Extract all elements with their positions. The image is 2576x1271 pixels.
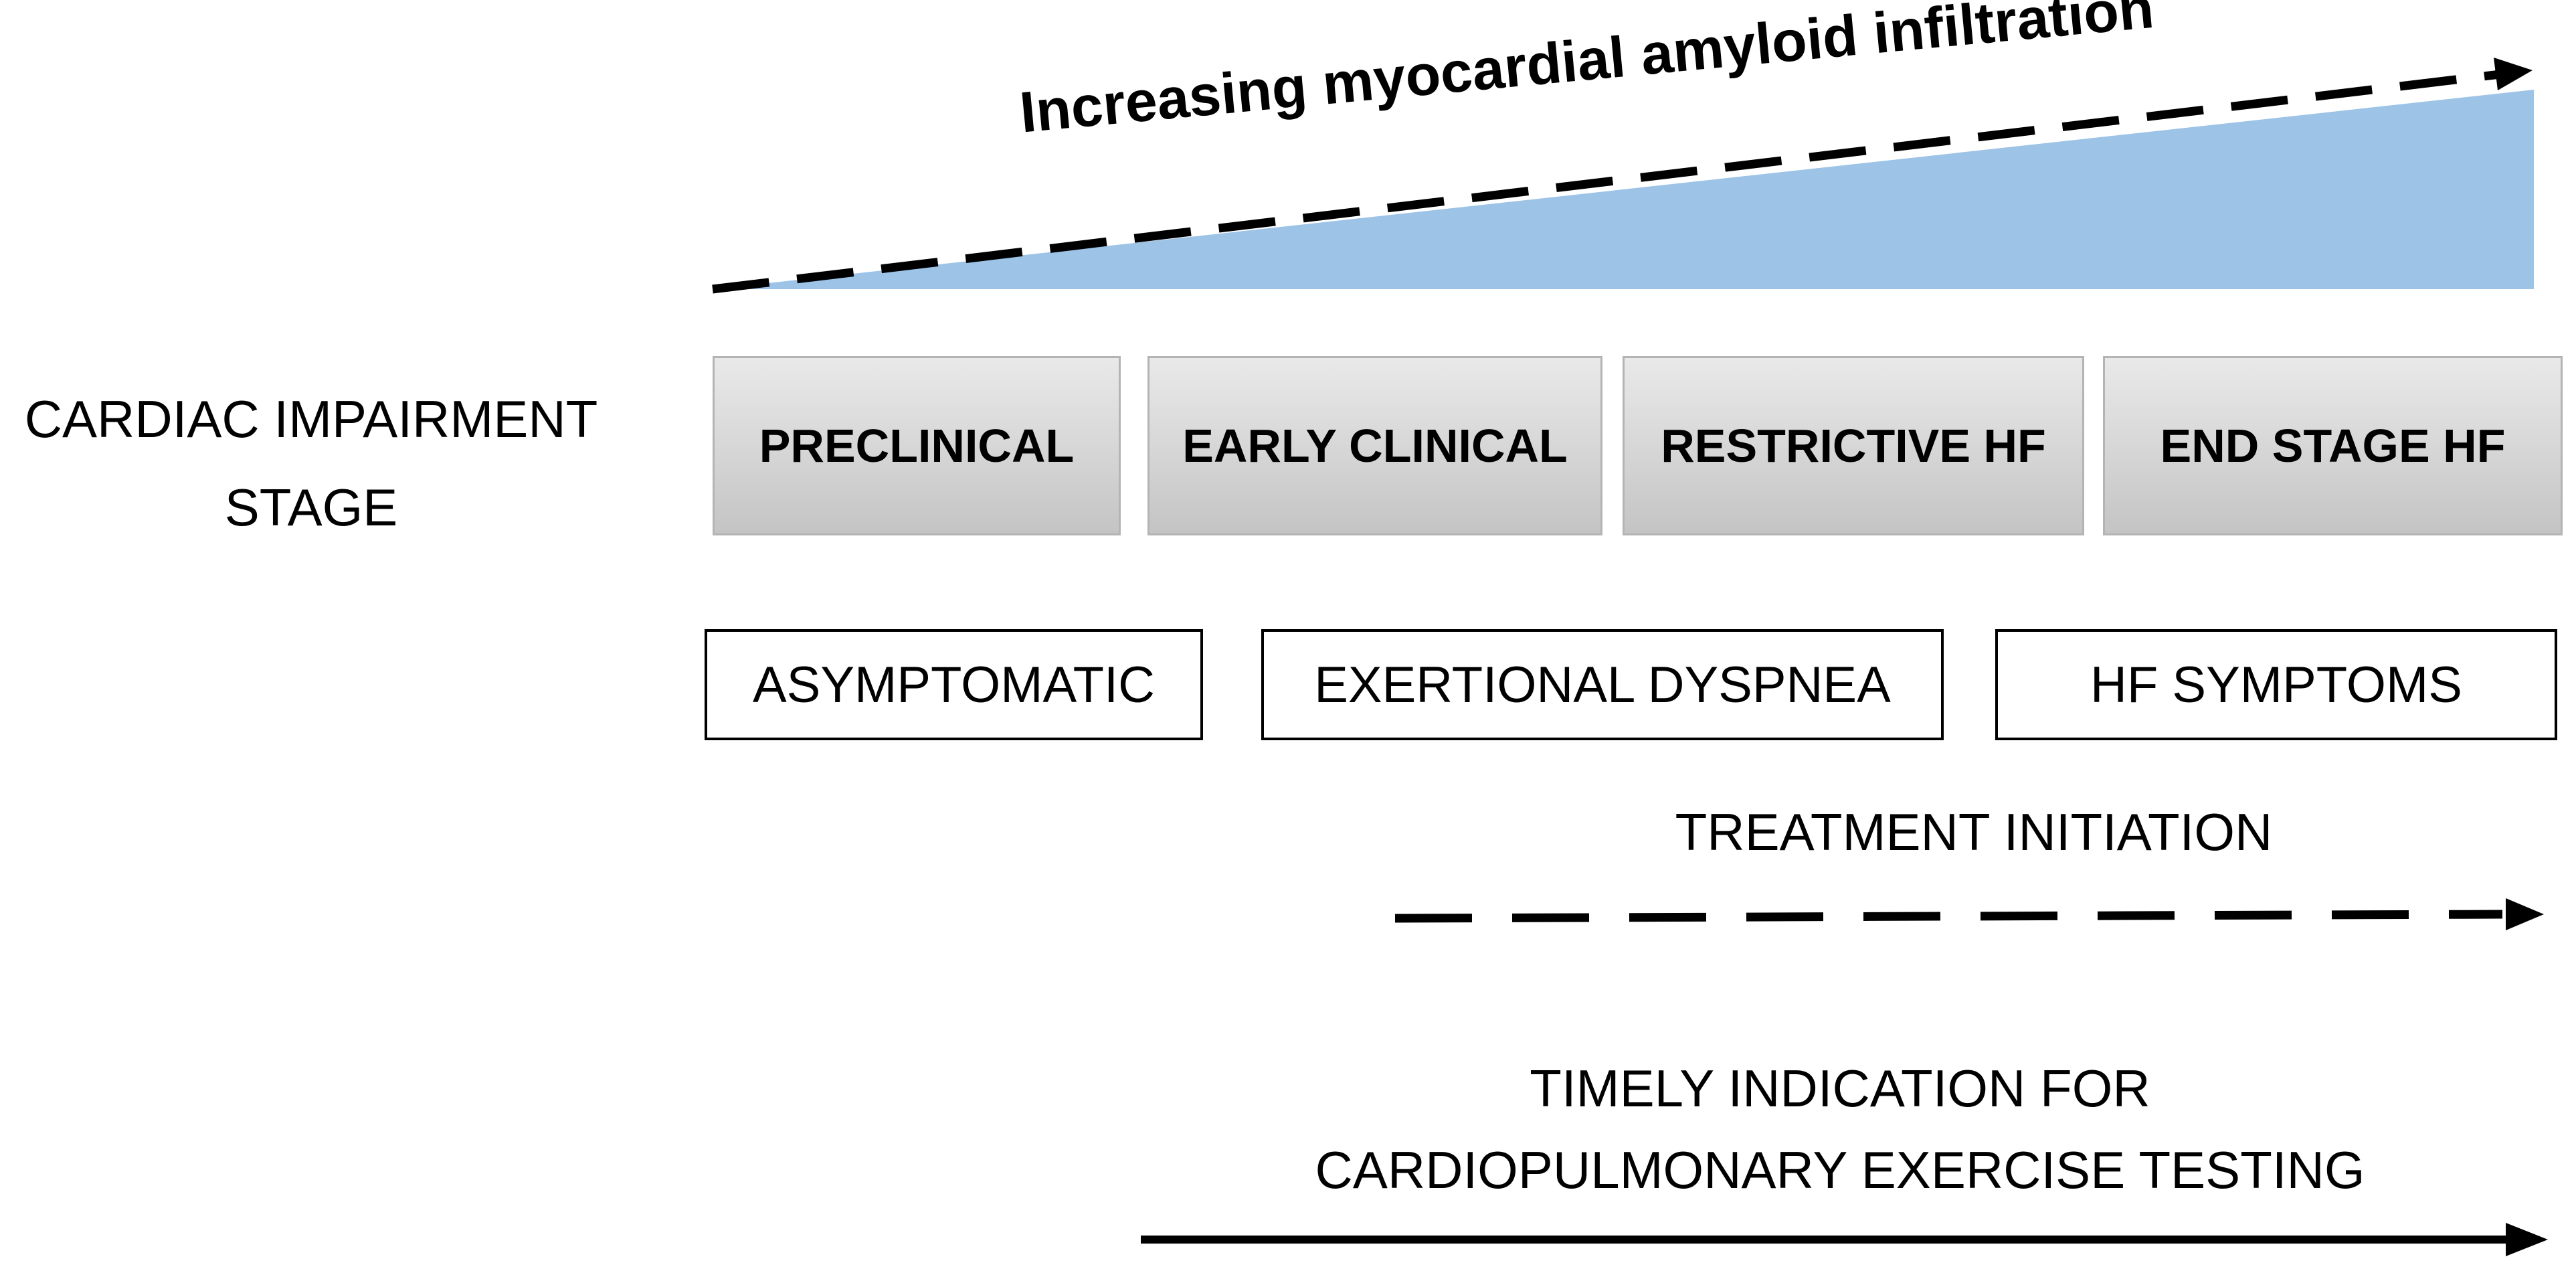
stage-box-early-clinical: EARLY CLINICAL <box>1147 356 1602 535</box>
cpet-label-line-2: CARDIOPULMONARY EXERCISE TESTING <box>1315 1140 2365 1199</box>
amyloid-arrow-line <box>712 69 2506 294</box>
stage-box-end-stage-hf: END STAGE HF <box>2103 356 2563 535</box>
cpet-indication-label: TIMELY INDICATION FOR CARDIOPULMONARY EX… <box>1137 1047 2543 1211</box>
amyloid-arrow-head <box>2494 58 2533 90</box>
cardiac-impairment-stage-label: CARDIAC IMPAIRMENT STAGE <box>0 375 622 552</box>
cpet-arrow-head <box>2506 1223 2548 1256</box>
cpet-label-line-1: TIMELY INDICATION FOR <box>1530 1059 2150 1118</box>
stage-box-preclinical: PRECLINICAL <box>713 356 1121 535</box>
treatment-arrow-head <box>2506 898 2544 930</box>
row-label-line-1: CARDIAC IMPAIRMENT <box>24 390 598 448</box>
treatment-initiation-label: TREATMENT INITIATION <box>1675 802 2273 861</box>
symptom-box-hf-symptoms: HF SYMPTOMS <box>1995 629 2557 740</box>
stage-box-restrictive-hf: RESTRICTIVE HF <box>1623 356 2084 535</box>
row-label-line-2: STAGE <box>224 478 398 537</box>
symptom-box-exertional-dyspnea: EXERTIONAL DYSPNEA <box>1261 629 1944 740</box>
symptom-box-asymptomatic: ASYMPTOMATIC <box>705 629 1203 740</box>
treatment-arrow-line <box>1394 910 2503 923</box>
amyloid-wedge <box>713 90 2534 289</box>
